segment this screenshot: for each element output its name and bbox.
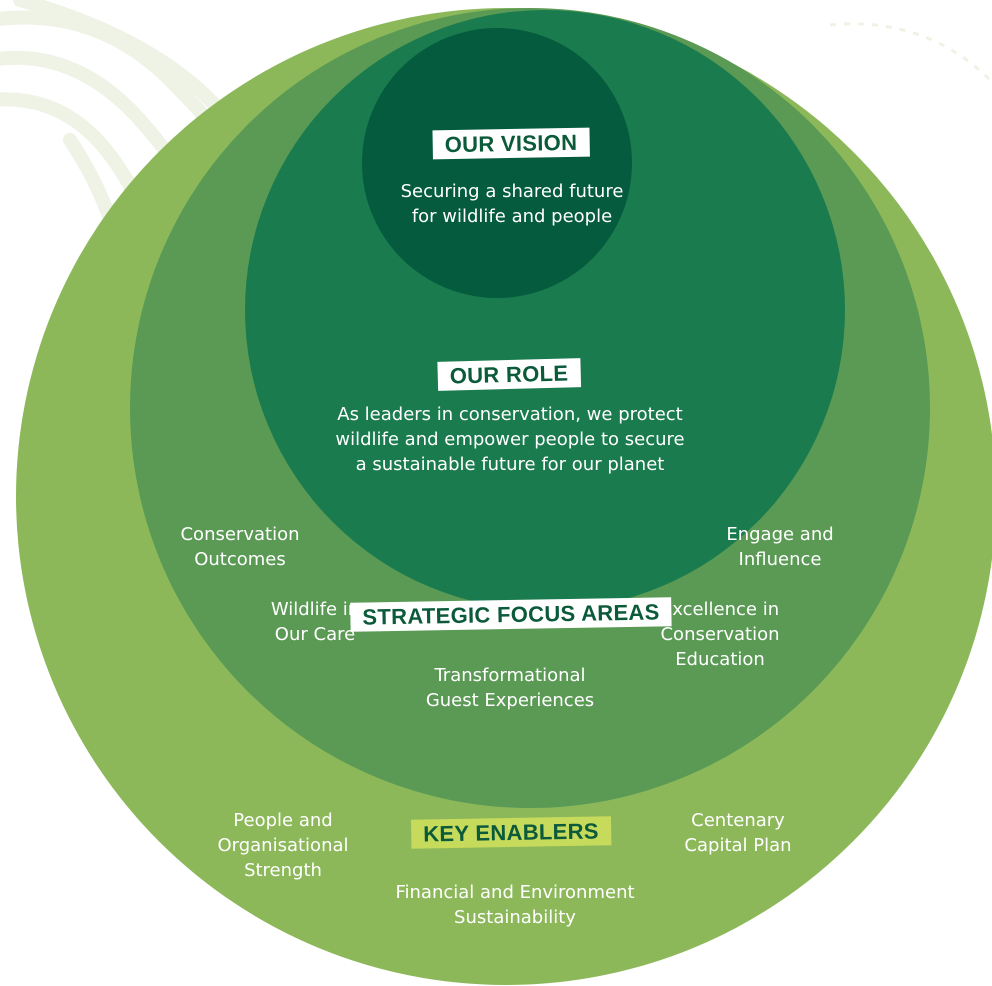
enabler-centenary-capital-plan: Centenary Capital Plan (684, 810, 792, 856)
our-role-heading: OUR ROLE (437, 358, 581, 391)
enabler-financial-and-environment-sustainability: Financial and Environment Sustainability (395, 882, 635, 928)
strategic-focus-areas-heading: STRATEGIC FOCUS AREAS (350, 597, 672, 632)
our-vision-core (362, 28, 632, 298)
focus-area-conservation-education: Excellence in Conservation Education (660, 599, 780, 670)
our-vision-heading: OUR VISION (432, 127, 590, 160)
enabler-people-and-organisational-strength: People and Organisational Strength (217, 810, 349, 881)
our-vision-text: Securing a shared future for wildlife an… (400, 181, 624, 227)
focus-area-engage-and-influence: Engage and Influence (726, 524, 834, 570)
focus-area-conservation-outcomes: Conservation Outcomes (180, 524, 300, 570)
focus-area-wildlife-in-our-care: Wildlife in Our Care (270, 599, 360, 645)
focus-area-guest-experiences: Transformational Guest Experiences (425, 665, 595, 711)
key-enablers-heading: KEY ENABLERS (410, 816, 612, 849)
our-role-text: As leaders in conservation, we protect w… (335, 404, 685, 475)
